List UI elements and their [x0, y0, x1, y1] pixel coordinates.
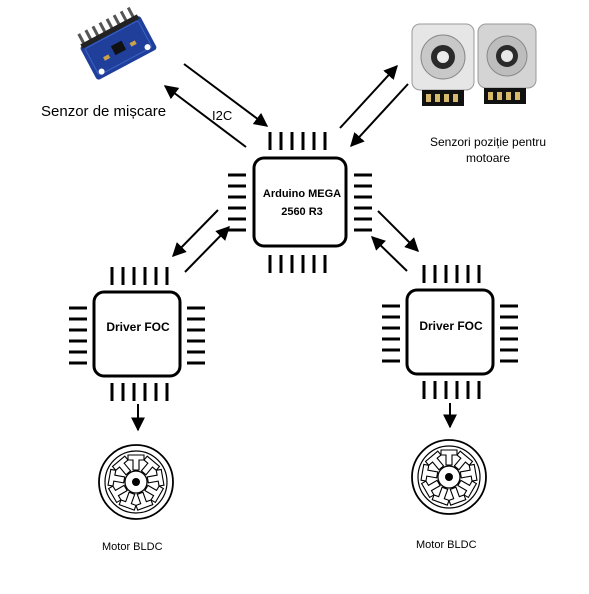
arrow-mcu-to-driver-left: [172, 209, 219, 258]
mcu-chip: [228, 132, 372, 273]
motion-sensor-label: Senzor de mișcare: [41, 103, 167, 120]
driver-left-chip: [69, 267, 205, 401]
mcu-label-line1: Arduino MEGA: [262, 188, 342, 200]
arrow-driver-left-to-mcu: [184, 225, 230, 273]
arrow-mcu-to-driver-right: [377, 210, 419, 252]
position-sensors-image: [411, 23, 537, 106]
driver-right-label: Driver FOC: [419, 319, 483, 333]
driver-right-chip: [382, 265, 518, 399]
position-sensors-label-line2: motoare: [466, 151, 511, 165]
mcu-label: Arduino MEGA 2560 R3: [256, 185, 348, 221]
arrow-encoders-to-mcu: [350, 83, 409, 148]
i2c-label: I2C: [212, 108, 233, 123]
arrow-mcu-to-sensor: [163, 85, 247, 148]
motor-left-label: Motor BLDC: [102, 541, 163, 553]
motor-left-icon: [98, 444, 174, 520]
mcu-label-line2: 2560 R3: [281, 206, 323, 218]
motor-right-label: Motor BLDC: [416, 539, 477, 551]
arrow-sensor-to-mcu: [183, 63, 269, 127]
motor-right-icon: [411, 439, 487, 515]
motion-sensor-image: [77, 6, 157, 80]
position-sensors-label-line1: Senzori poziție pentru: [430, 135, 547, 149]
arrow-driver-right-to-mcu: [370, 236, 408, 272]
connection-arrows: [131, 63, 457, 432]
driver-left-label: Driver FOC: [106, 320, 170, 334]
position-sensors-label: Senzori poziție pentru motoare: [430, 134, 546, 166]
arrow-mcu-to-encoders: [339, 64, 398, 129]
